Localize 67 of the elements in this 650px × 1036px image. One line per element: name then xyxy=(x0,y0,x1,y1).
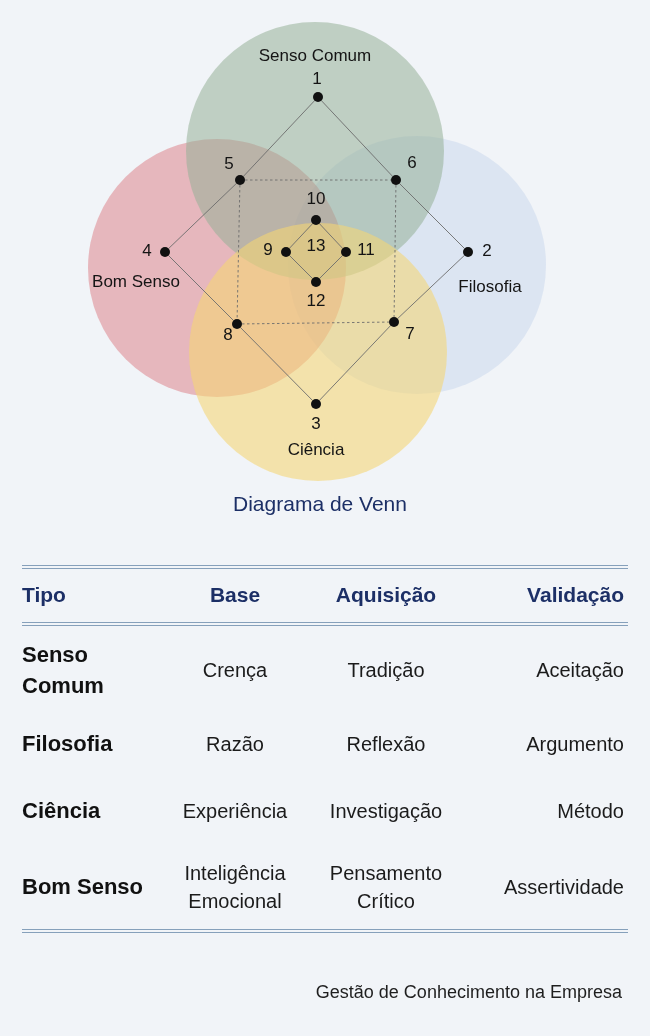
connector-line xyxy=(320,100,394,177)
connector-line xyxy=(289,255,313,279)
connector-line xyxy=(241,321,390,325)
connector-line xyxy=(168,183,237,249)
cell-text: Tradição xyxy=(347,657,425,683)
column-heading: Aquisição xyxy=(335,582,437,609)
column-heading: Tipo xyxy=(22,582,66,609)
dot-icon xyxy=(389,317,399,327)
cell-text: Investigação xyxy=(329,798,443,824)
point-number: 1 xyxy=(312,69,322,89)
connector-line xyxy=(393,184,397,318)
row-heading: Ciência xyxy=(22,797,101,826)
connector-line xyxy=(399,183,465,249)
connector-line xyxy=(244,179,392,181)
point-number: 2 xyxy=(482,241,492,261)
point-number: 9 xyxy=(263,240,273,260)
connector-line xyxy=(397,255,465,319)
cell-text: Argumento xyxy=(526,731,624,757)
cell-text: Pensamento Crítico xyxy=(328,860,444,914)
connector-line xyxy=(288,223,314,249)
column-heading: Base xyxy=(209,582,261,609)
dot-icon xyxy=(232,319,242,329)
footer-text: Gestão de Conhecimento na Empresa xyxy=(315,982,622,1003)
connector-line xyxy=(242,100,316,177)
connector-line xyxy=(319,255,343,279)
dot-icon xyxy=(341,247,351,257)
point-number: 12 xyxy=(306,291,326,311)
point-number: 6 xyxy=(407,153,417,173)
cell-text: Aceitação xyxy=(536,657,624,683)
dot-icon xyxy=(160,247,170,257)
cell-text: Crença xyxy=(202,657,268,683)
dot-icon xyxy=(311,399,321,409)
circle-label: Senso Comum xyxy=(258,46,372,66)
cell-text: Reflexão xyxy=(346,731,426,757)
cell-text: Inteligência Emocional xyxy=(183,860,287,914)
dot-icon xyxy=(463,247,473,257)
point-number: 7 xyxy=(405,324,415,344)
cell-text: Método xyxy=(557,798,624,824)
connector-line xyxy=(318,223,344,249)
row-heading: Senso Comum xyxy=(22,640,105,700)
connector-line xyxy=(168,255,234,321)
cell-text: Assertividade xyxy=(503,874,624,900)
dot-icon xyxy=(235,175,245,185)
point-number: 8 xyxy=(223,325,233,345)
circle-label: Bom Senso xyxy=(92,272,180,292)
circle-label: Filosofia xyxy=(458,277,522,297)
dot-icon xyxy=(313,92,323,102)
dot-icon xyxy=(281,247,291,257)
point-number: 4 xyxy=(142,241,152,261)
dot-icon xyxy=(311,277,321,287)
point-number: 3 xyxy=(311,414,321,434)
point-number: 10 xyxy=(306,189,326,209)
column-heading: Validação xyxy=(527,582,624,609)
diagram-caption: Diagrama de Venn xyxy=(233,492,407,516)
row-heading: Filosofia xyxy=(22,730,113,759)
connector-line xyxy=(319,325,391,401)
connector-line xyxy=(236,184,241,320)
cell-text: Experiência xyxy=(182,798,288,824)
cell-text: Razão xyxy=(206,731,264,757)
area-number: 13 xyxy=(306,236,326,256)
point-number: 5 xyxy=(224,154,234,174)
circle-label: Ciência xyxy=(287,440,345,460)
point-number: 11 xyxy=(357,240,375,260)
connector-line xyxy=(240,327,313,401)
dot-icon xyxy=(311,215,321,225)
dot-icon xyxy=(391,175,401,185)
row-heading: Bom Senso xyxy=(22,873,144,902)
